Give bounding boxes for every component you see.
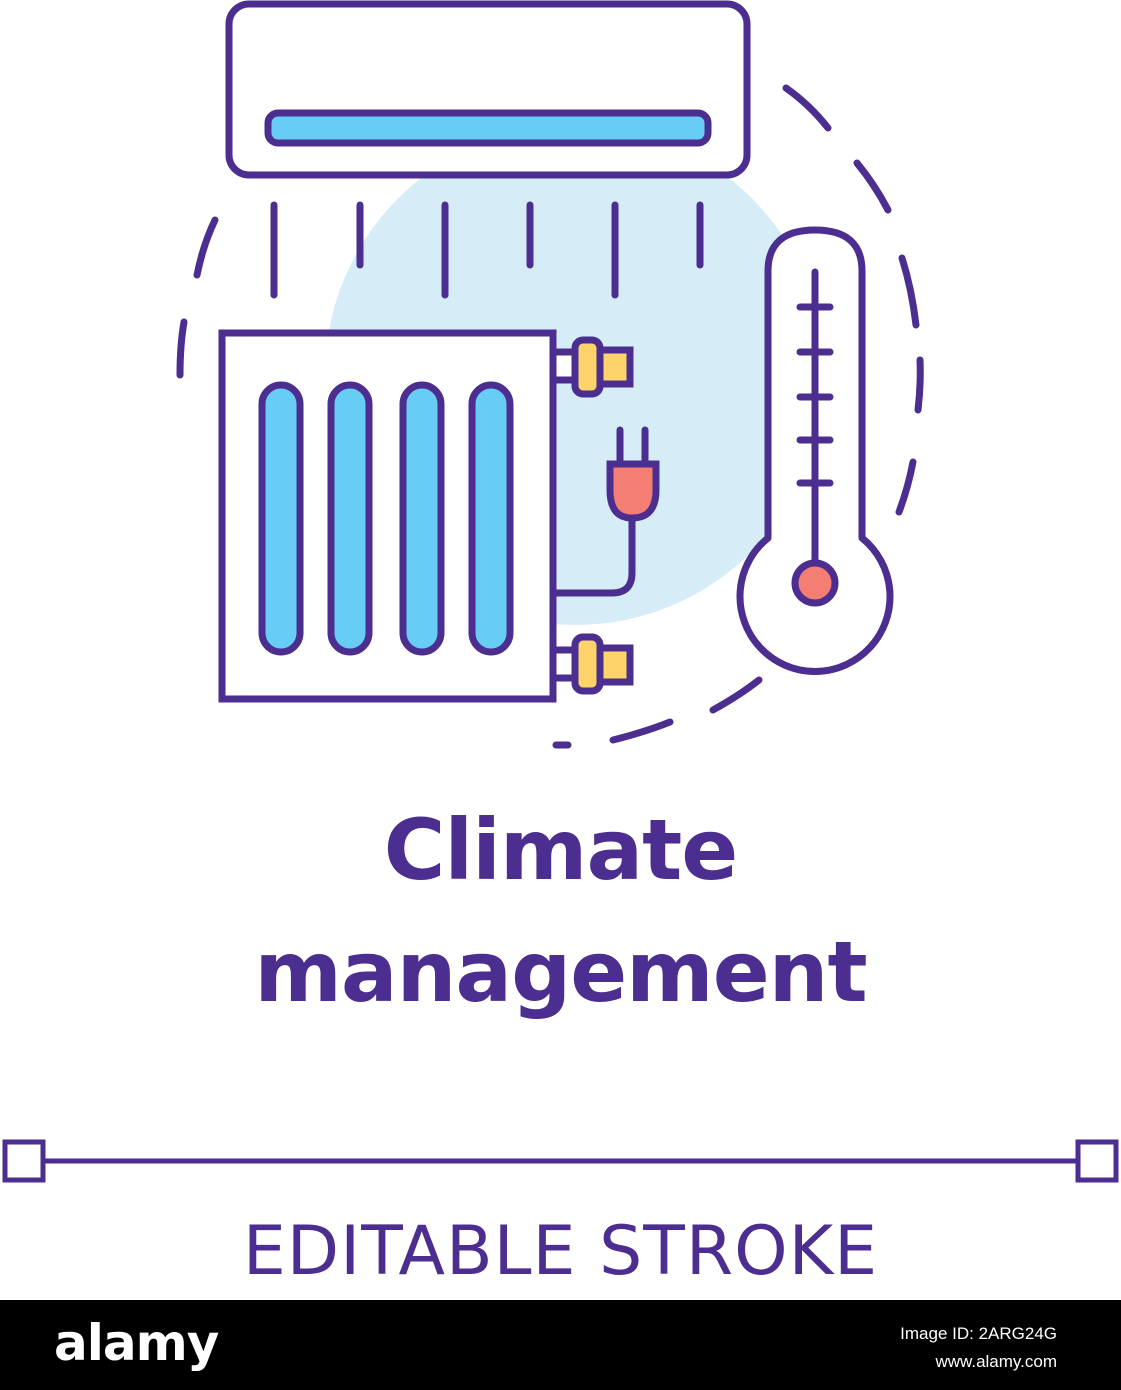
alamy-logo: alamy — [54, 1314, 219, 1372]
radiator-icon — [218, 329, 634, 703]
title-line-1: Climate — [383, 801, 739, 899]
air-conditioner-icon — [225, 0, 751, 179]
radiator-valve-top — [549, 336, 634, 398]
radiator-valve-bottom — [549, 633, 634, 695]
plug-icon — [553, 426, 660, 597]
watermark-footer: alamy Image ID: 2ARG24G www.alamy.com — [0, 1300, 1121, 1390]
title-line-2: management — [254, 923, 867, 1021]
dashed-orbit — [176, 84, 924, 749]
image-id: Image ID: 2ARG24G — [900, 1324, 1057, 1343]
editable-stroke-caption: EDITABLE STROKE — [242, 1212, 879, 1291]
site-url: www.alamy.com — [935, 1352, 1057, 1371]
airflow-lines — [270, 201, 704, 299]
editable-stroke-line — [2, 1139, 1119, 1183]
thermometer-icon — [736, 226, 894, 675]
